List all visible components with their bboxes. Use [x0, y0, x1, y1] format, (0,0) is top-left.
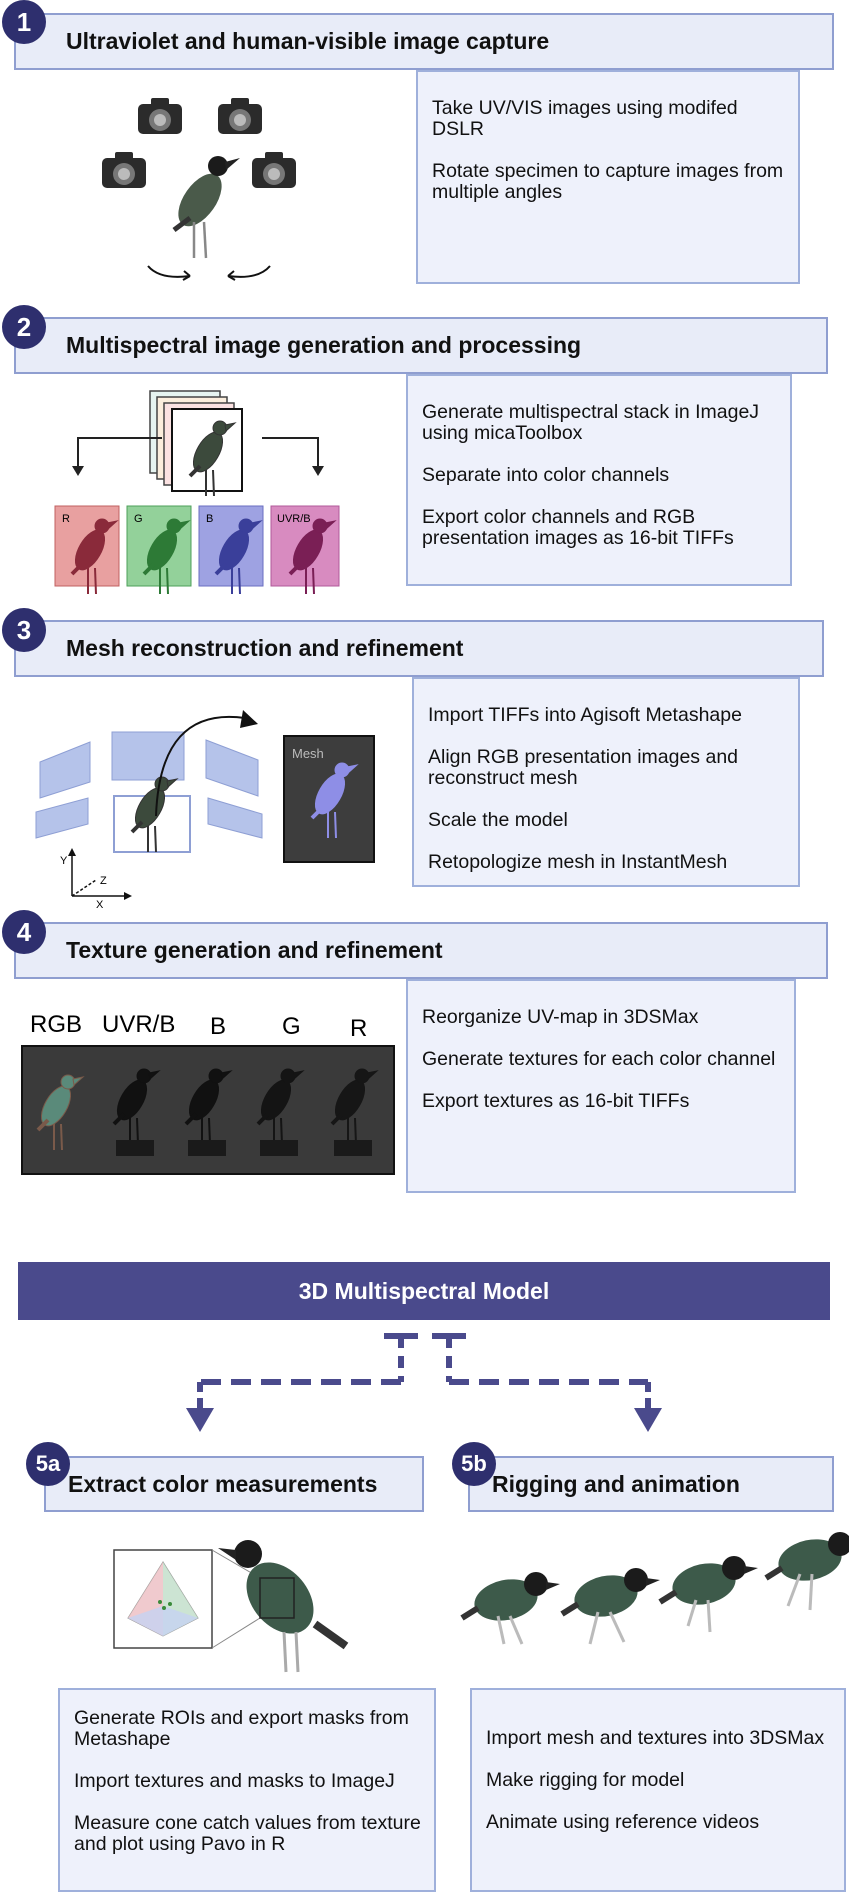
- rotate-arrow-icon: [147, 265, 191, 278]
- animation-frame-4: [766, 1532, 849, 1611]
- svg-text:Y: Y: [60, 855, 68, 867]
- arrow-down-icon: [312, 466, 324, 476]
- step-text: Reorganize UV-map in 3DSMax: [422, 1006, 699, 1028]
- step-text: Separate into color channels: [422, 464, 670, 486]
- section-2-header: Multispectral image generation and proce…: [14, 317, 828, 374]
- step-text: Take UV/VIS images using modifed DSLR: [432, 97, 738, 140]
- channel-label: G: [134, 513, 143, 525]
- section-5b-title: Rigging and animation: [492, 1470, 740, 1497]
- texture-label: RGB: [30, 1011, 82, 1038]
- section-4-header: Texture generation and refinement: [14, 922, 828, 979]
- step-text: Import TIFFs into Agisoft Metashape: [428, 704, 742, 726]
- mesh-reconstruction-illustration: Mesh Y Z X: [35, 710, 375, 911]
- animation-frame-1: [462, 1572, 560, 1645]
- texture-label: UVR/B: [102, 1011, 175, 1038]
- camera-capture-illustration: [102, 98, 296, 281]
- step-text: Generate ROIs and export masks from Meta…: [74, 1707, 409, 1750]
- animation-frame-2: [562, 1568, 660, 1645]
- section-4-badge: 4: [2, 910, 46, 954]
- texture-label: R: [350, 1015, 367, 1042]
- step-text: Animate using reference videos: [486, 1811, 760, 1833]
- section-1-steps: Take UV/VIS images using modifed DSLR Ro…: [416, 70, 800, 284]
- step-text: Export color channels and RGB presentati…: [422, 506, 734, 549]
- model-banner-title: 3D Multispectral Model: [298, 1277, 550, 1304]
- step-text: Import textures and masks to ImageJ: [74, 1770, 395, 1792]
- camera-icon: [252, 152, 296, 188]
- step-text: Align RGB presentation images and recons…: [428, 746, 739, 789]
- animation-frame-3: [660, 1556, 758, 1633]
- svg-text:Z: Z: [100, 875, 107, 887]
- section-2-steps: Generate multispectral stack in ImageJ u…: [406, 374, 792, 586]
- arrow-down-icon: [634, 1408, 662, 1432]
- bird-specimen-icon: [172, 156, 240, 259]
- svg-text:X: X: [96, 899, 104, 911]
- step-text: Measure cone catch values from texture a…: [74, 1812, 421, 1855]
- channel-label: UVR/B: [277, 513, 311, 525]
- texture-bird-g: [253, 1067, 305, 1156]
- bird-specimen-icon: [218, 1540, 349, 1673]
- step-text: Generate textures for each color channel: [422, 1048, 776, 1070]
- section-3-title: Mesh reconstruction and refinement: [66, 635, 464, 661]
- texture-bird-r: [327, 1067, 379, 1156]
- color-measurement-illustration: [113, 1540, 349, 1673]
- section-3-header: Mesh reconstruction and refinement: [14, 620, 824, 677]
- texture-bird-uvrb: [109, 1067, 161, 1156]
- camera-icon: [218, 98, 262, 134]
- channel-label: R: [62, 513, 70, 525]
- arrow-down-icon: [72, 466, 84, 476]
- step-text: Generate multispectral stack in ImageJ u…: [422, 401, 760, 444]
- section-4-steps: Reorganize UV-map in 3DSMax Generate tex…: [406, 979, 796, 1193]
- section-3-badge: 3: [2, 608, 46, 652]
- section-5a-header: Extract color measurements: [44, 1456, 424, 1512]
- step-text: Retopologize mesh in InstantMesh: [428, 851, 728, 873]
- camera-icon: [102, 152, 146, 188]
- step-text: Export textures as 16-bit TIFFs: [422, 1090, 690, 1112]
- model-banner: 3D Multispectral Model: [18, 1262, 830, 1320]
- section-1-header: Ultraviolet and human-visible image capt…: [14, 13, 834, 70]
- axis-z: [71, 879, 97, 897]
- branch-arrows: [186, 1333, 662, 1432]
- rotate-arrow-icon: [227, 265, 271, 278]
- step-text: Make rigging for model: [486, 1769, 685, 1791]
- texture-label: G: [282, 1013, 301, 1040]
- step-text: Import mesh and textures into 3DSMax: [486, 1727, 825, 1749]
- mesh-label: Mesh: [292, 746, 324, 761]
- section-2-badge: 2: [2, 305, 46, 349]
- texture-label: B: [210, 1013, 226, 1040]
- camera-icon: [138, 98, 182, 134]
- texture-illustration: RGB UVR/B B G R: [21, 1011, 395, 1175]
- step-text: Scale the model: [428, 809, 568, 831]
- channel-label: B: [206, 513, 213, 525]
- section-1-badge: 1: [2, 0, 46, 44]
- section-5a-steps: Generate ROIs and export masks from Meta…: [58, 1688, 436, 1892]
- arrow-down-icon: [186, 1408, 214, 1432]
- roi-square: [259, 1577, 295, 1619]
- section-3-steps: Import TIFFs into Agisoft Metashape Alig…: [412, 677, 800, 887]
- section-4-title: Texture generation and refinement: [66, 937, 443, 963]
- section-5b-header: Rigging and animation: [468, 1456, 834, 1512]
- animation-frames-illustration: [460, 1540, 840, 1645]
- section-5b-steps: Import mesh and textures into 3DSMax Mak…: [470, 1688, 846, 1892]
- section-5a-title: Extract color measurements: [68, 1470, 378, 1497]
- curved-arrow-icon: [155, 715, 246, 817]
- section-5a-badge: 5a: [26, 1442, 70, 1486]
- texture-bird-b: [181, 1067, 233, 1156]
- multispectral-stack-illustration: R G B UVR/B: [54, 390, 340, 596]
- step-text: Rotate specimen to capture images from m…: [432, 160, 784, 203]
- section-5b-badge: 5b: [452, 1442, 496, 1486]
- section-2-title: Multispectral image generation and proce…: [66, 332, 582, 358]
- section-1-title: Ultraviolet and human-visible image capt…: [66, 28, 550, 54]
